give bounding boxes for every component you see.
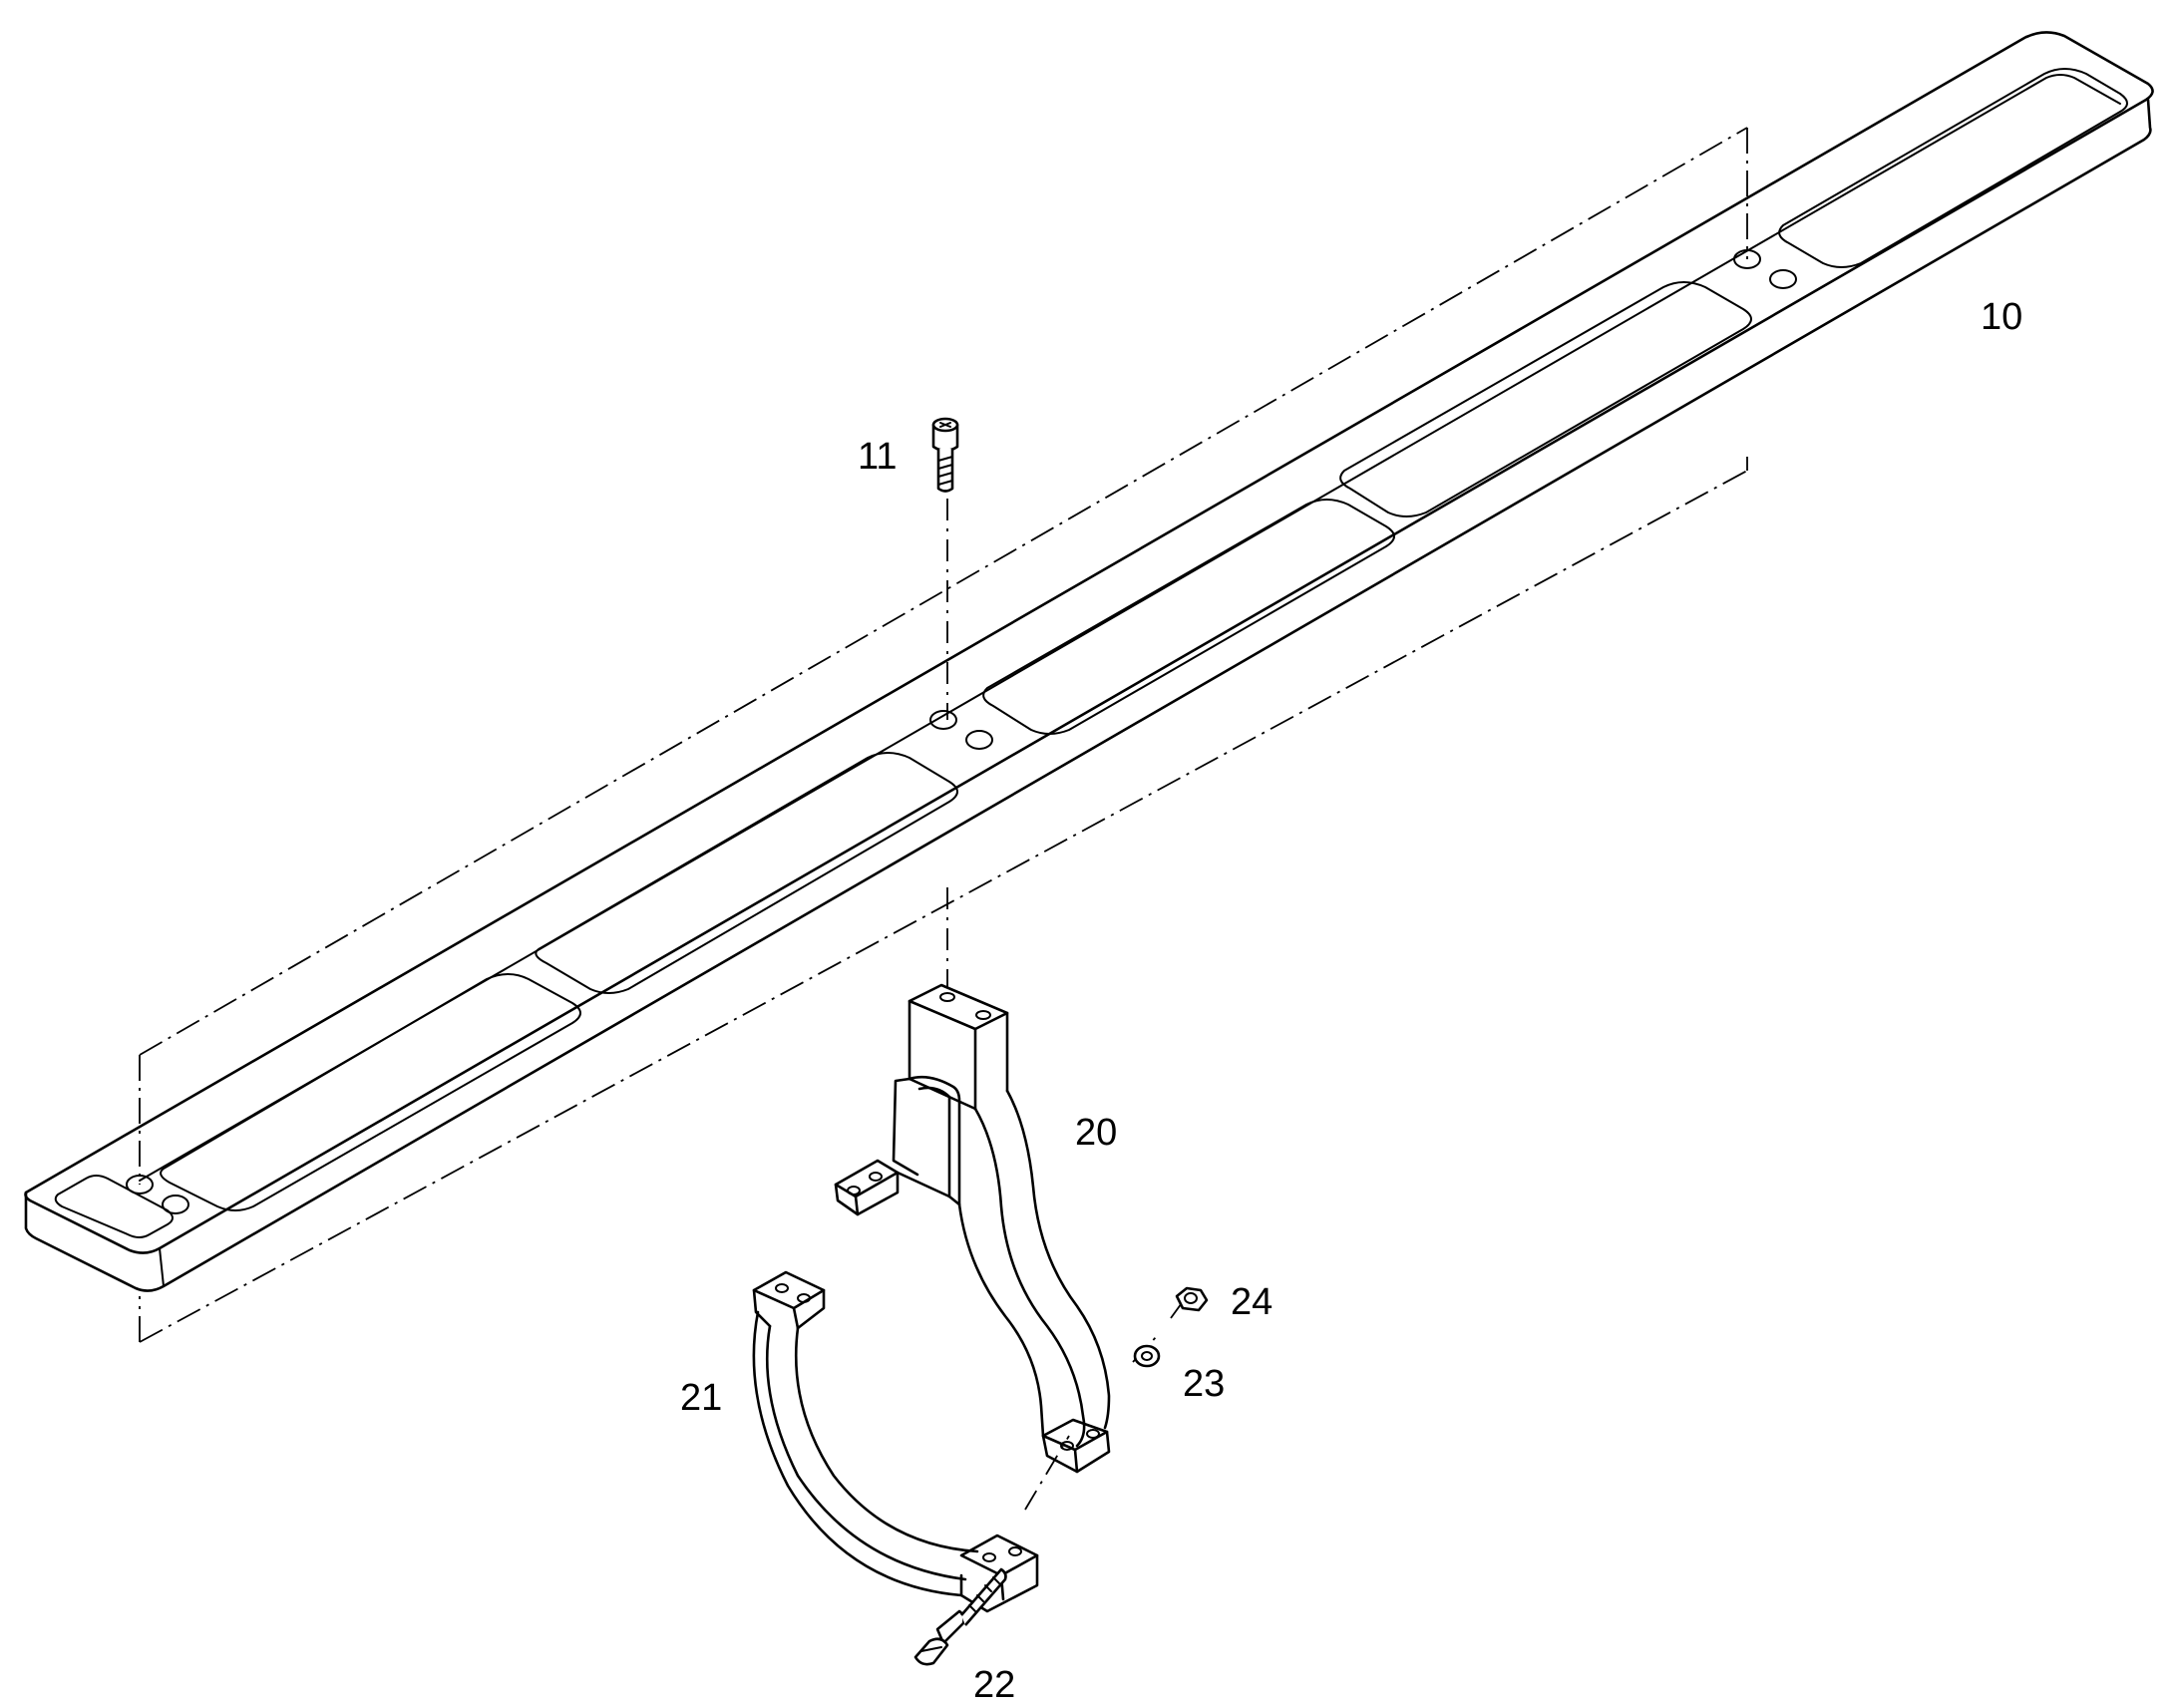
bracket-part-20 (834, 983, 1111, 1474)
clamp-part-21 (752, 1270, 1039, 1613)
rail-hole-mid-a (929, 710, 957, 730)
callout-10: 10 (1981, 296, 2022, 338)
rail-inner-lip (139, 74, 2121, 1182)
phantom-lines (139, 127, 1748, 1511)
rail-hole-right-b (1769, 269, 1797, 289)
rail-hole-mid-b (965, 730, 993, 750)
rail-cutout-5 (1778, 68, 2128, 268)
rail-hole-right-a (1733, 249, 1761, 269)
callout-23: 23 (1183, 1363, 1225, 1405)
rail-top-face (24, 31, 2154, 1254)
callout-24: 24 (1231, 1281, 1272, 1323)
rail-hole-left-b (162, 1195, 189, 1214)
callout-20: 20 (1075, 1112, 1117, 1154)
rail-part-10 (24, 31, 2154, 1292)
callout-21: 21 (680, 1377, 722, 1419)
bolt-part-22 (913, 1567, 1007, 1666)
rail-cutout-2 (535, 752, 958, 994)
nut-part-24 (1175, 1286, 1209, 1312)
rail-front-edge (24, 98, 2152, 1292)
callout-22: 22 (973, 1664, 1015, 1706)
rail-end-slot-left (54, 1175, 174, 1238)
rail-cutout-3 (982, 499, 1395, 735)
rail-cutout-1 (160, 973, 581, 1211)
washer-part-23 (1133, 1344, 1161, 1368)
callout-11: 11 (858, 436, 897, 478)
rail-cutout-4 (1339, 281, 1752, 517)
screw-part-11 (931, 417, 959, 493)
